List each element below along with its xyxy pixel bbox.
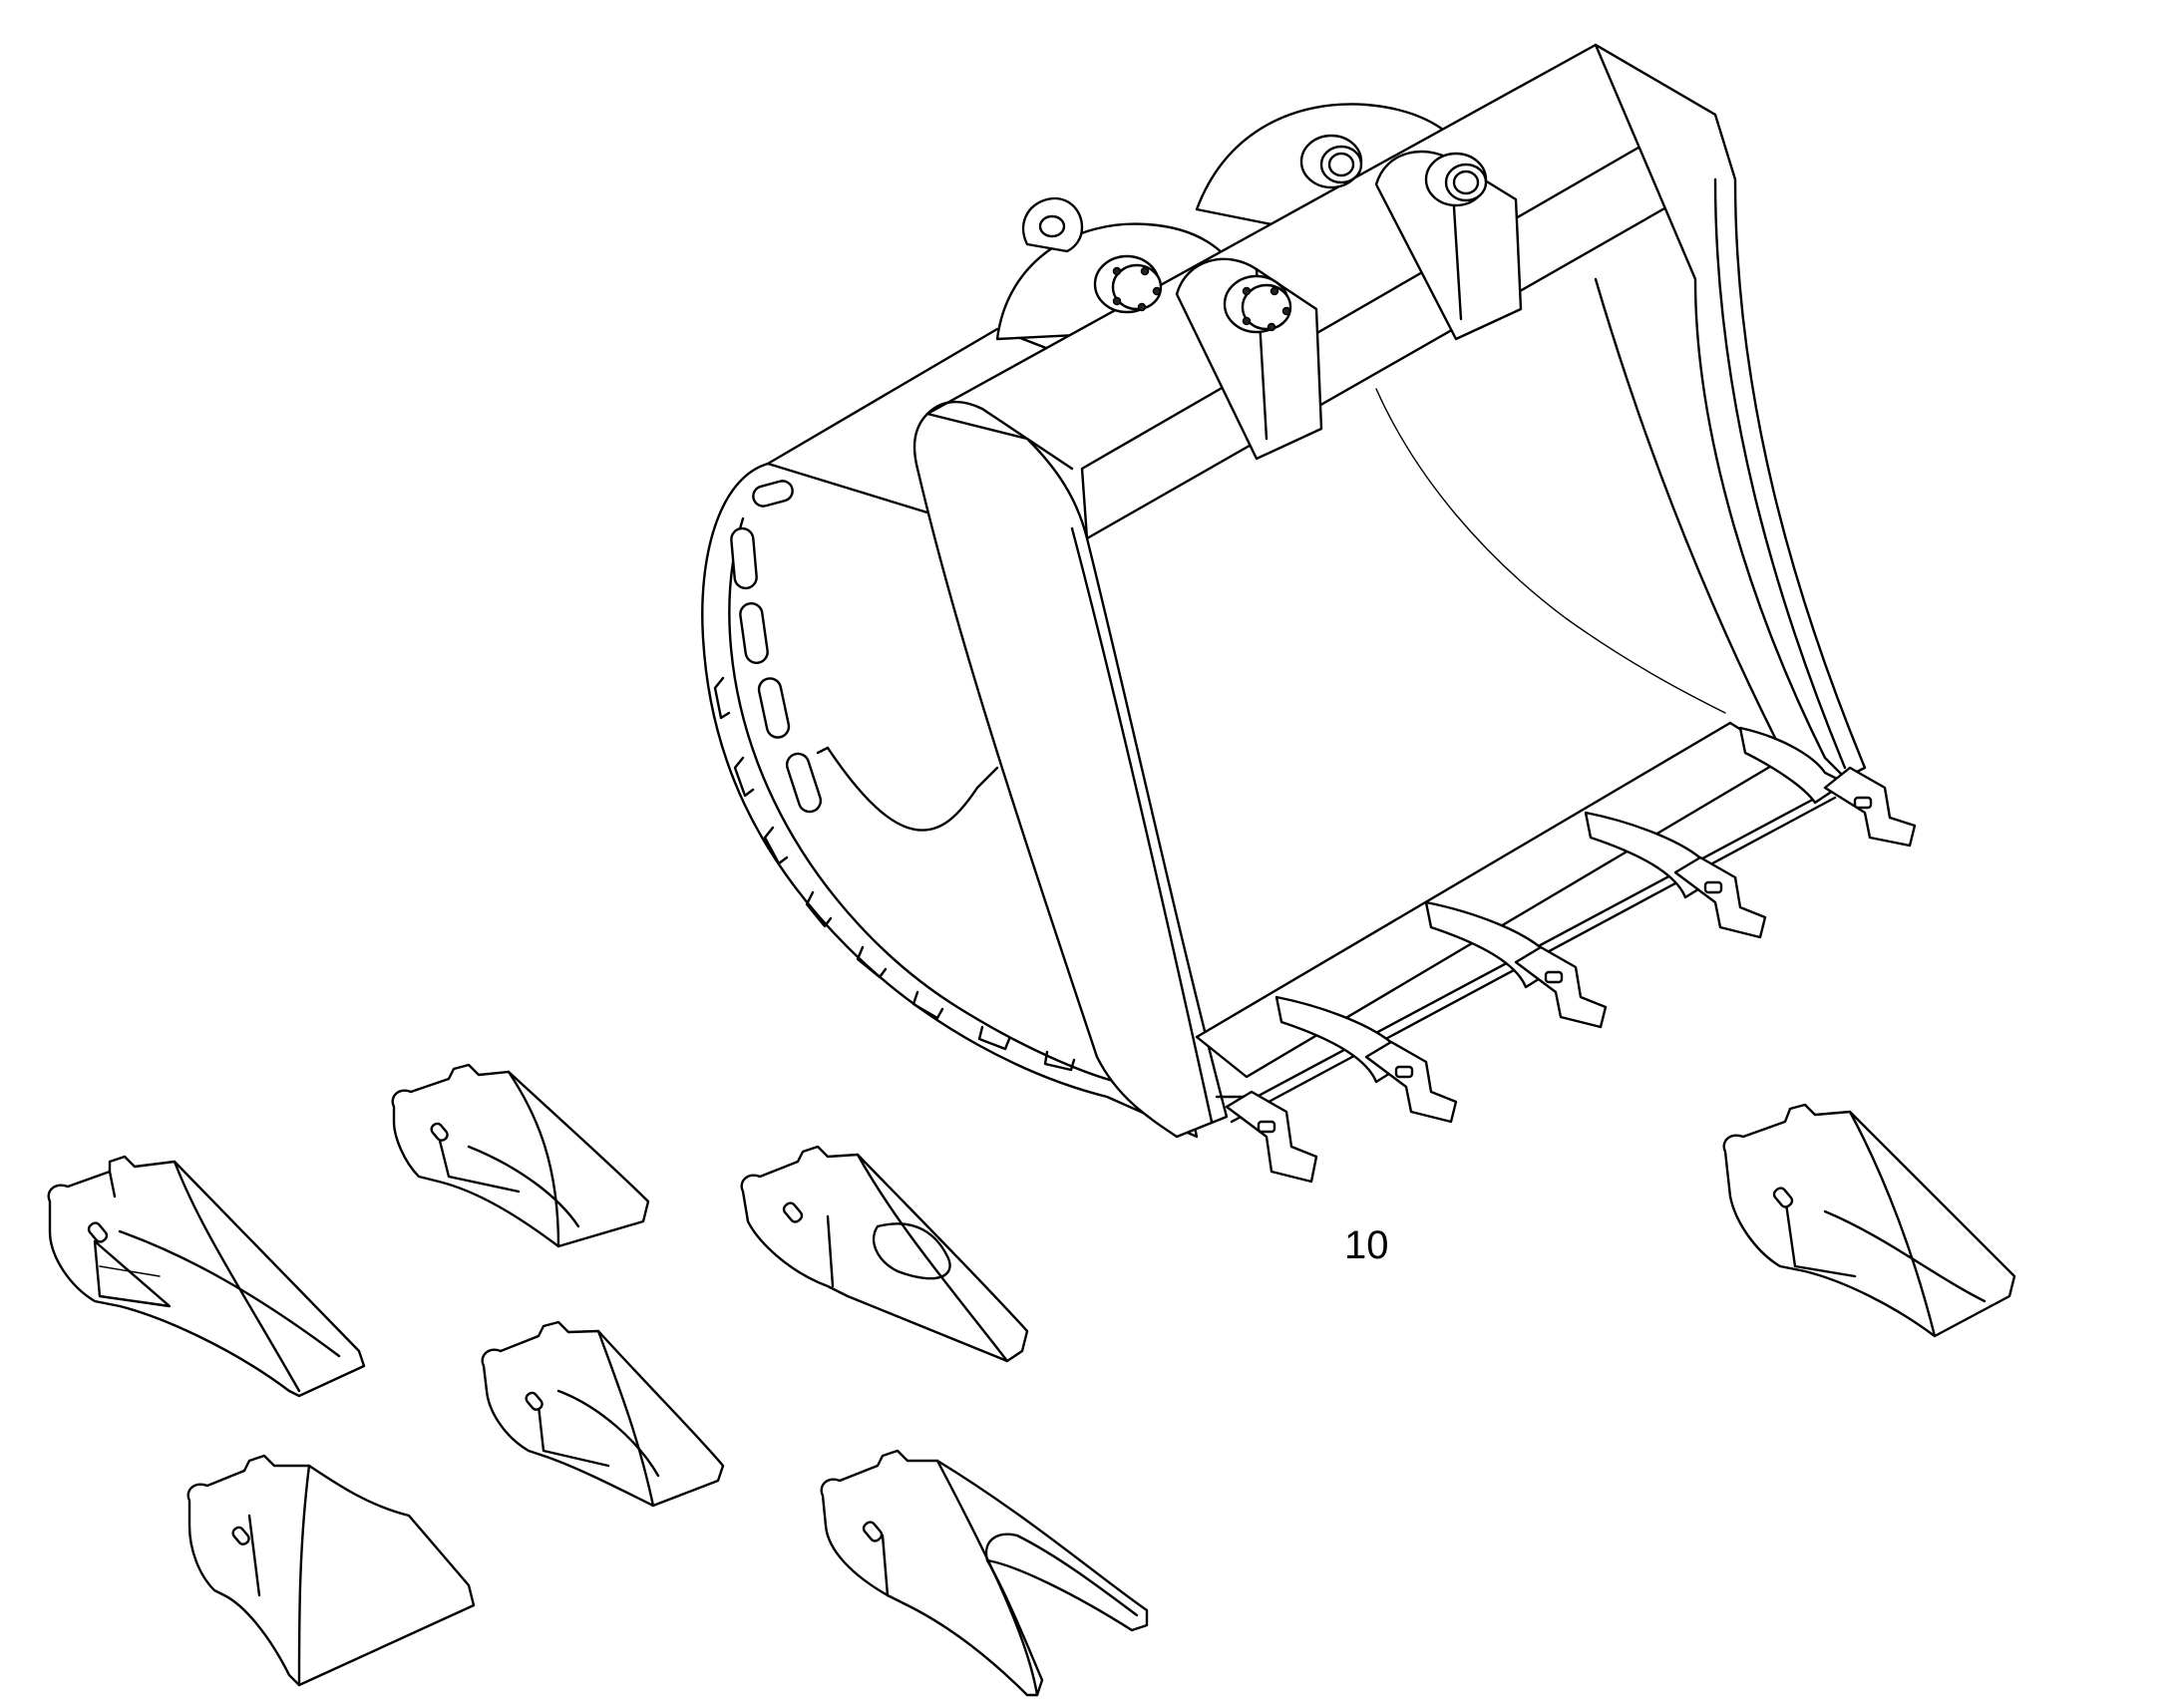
bucket-tooth-5 [1738, 726, 1917, 848]
excavator-bucket: 10 [701, 43, 1917, 1267]
pin-boss-front-left [1093, 254, 1163, 314]
bucket-tooth-3 [1424, 900, 1608, 1029]
pin-boss-front-right [1223, 274, 1292, 334]
tooth-flared [186, 1454, 476, 1687]
bucket-tooth-2 [1274, 995, 1458, 1124]
pin-boss-rear-left [1299, 134, 1363, 189]
tooth-twin-tiger [820, 1449, 1149, 1697]
tooth-wide-2 [391, 1063, 650, 1248]
bucket-tooth-4 [1584, 811, 1767, 939]
pin-boss-rear-right [1424, 152, 1488, 207]
callout-10: 10 [1344, 1223, 1389, 1267]
tooth-wide-right [1722, 1103, 2016, 1338]
tooth-wide-1 [47, 1155, 366, 1398]
tooth-rock-pointed [740, 1145, 1029, 1363]
bucket-tooth-1 [1225, 1090, 1318, 1184]
tooth-standard [481, 1320, 725, 1508]
